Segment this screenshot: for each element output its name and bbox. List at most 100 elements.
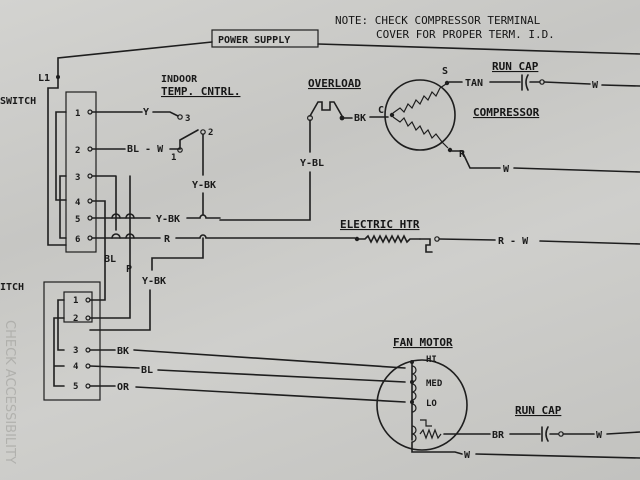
wire-crossover-hops: [91, 175, 135, 269]
sw1-terminal-3: 3: [75, 173, 80, 183]
sw1-terminal-2: 2: [75, 146, 80, 156]
wire-htr-rw: [438, 238, 496, 241]
wire-fan-bl-b: [157, 369, 406, 383]
fan-med-terminal: [410, 380, 414, 384]
wire-label-bl: BL: [104, 254, 116, 265]
compressor-r-terminal: [447, 147, 453, 153]
switch-1-feed: [47, 76, 67, 246]
wire-y-bk-jog: [151, 237, 204, 271]
wire-cap-w-low-2: [606, 431, 640, 435]
wire-label-w-fan-low: W: [464, 450, 471, 461]
run-cap-top-symbol: [521, 74, 529, 91]
compressor-c-terminal: [389, 112, 395, 118]
fan-motor-circle: [376, 359, 468, 451]
tstat-label-2: 2: [208, 128, 213, 138]
tstat-switch-arm: [169, 129, 199, 150]
sw1-terminal-5: 5: [75, 215, 80, 225]
tstat-title-2: TEMP. CNTRL.: [161, 85, 240, 98]
tstat-contact-1: [177, 147, 183, 153]
wire-label-br: BR: [492, 430, 505, 441]
wire-r-w: [513, 167, 640, 173]
wire-fan-or-b: [135, 386, 406, 403]
wire-r-to-heater: [175, 234, 356, 239]
wire-label-w-fan: W: [596, 430, 603, 441]
wire-label-r-6: R: [164, 234, 171, 245]
wire-label-y-bl: Y-BL: [300, 158, 324, 169]
wire-sw1-4: [91, 200, 106, 261]
wire-label-bl-w: BL - W: [127, 144, 164, 155]
l1-label: L1: [38, 73, 50, 84]
wire-y-bl-down: [219, 171, 311, 221]
power-supply-label: POWER SUPPLY: [218, 35, 290, 46]
fan-lo-label: LO: [426, 399, 437, 409]
wire-bl-down: [89, 259, 106, 301]
fan-med-label: MED: [426, 379, 443, 389]
wire-cap-w-2: [543, 81, 591, 85]
wire-label-or-fan: OR: [117, 382, 130, 393]
wire-fan-bk-b: [133, 349, 406, 369]
run-cap-bottom-title: RUN CAP: [515, 404, 562, 417]
wire-label-y-bk-4: Y-BK: [156, 214, 180, 225]
fan-hi-label: HI: [426, 355, 437, 365]
wire-fan-w-2: [475, 453, 640, 459]
sw1-terminal-4: 4: [75, 198, 81, 208]
compressor-c-label: C: [378, 105, 384, 116]
compressor-s-label: S: [442, 66, 448, 77]
note-line-1: NOTE: CHECK COMPRESSOR TERMINAL: [335, 14, 541, 27]
wire-label-w-r: W: [503, 164, 510, 175]
fan-winding-coils: [411, 365, 442, 443]
fan-lo-terminal: [410, 400, 414, 404]
sw2-terminal-1: 1: [73, 296, 78, 306]
compressor-r-label: R: [459, 149, 466, 160]
wire-y-2: [152, 111, 179, 117]
sw2-terminal-4: 4: [73, 362, 79, 372]
switch-1-box: [65, 91, 97, 253]
compressor-circle: [384, 79, 456, 151]
wire-label-bk: BK: [354, 113, 366, 124]
overload-title: OVERLOAD: [308, 77, 361, 90]
run-cap-bottom-symbol: [541, 426, 549, 442]
tstat-title-1: INDOOR: [161, 74, 198, 85]
supply-wire-right: [317, 43, 640, 55]
sw2-terminal-5: 5: [73, 382, 78, 392]
fan-motor-title: FAN MOTOR: [393, 336, 453, 349]
wire-r: [451, 150, 501, 169]
compressor-windings: [392, 83, 449, 149]
electric-htr-title: ELECTRIC HTR: [340, 218, 420, 231]
wire-label-w-cap: W: [592, 80, 599, 91]
wire-label-bk-fan: BK: [117, 346, 129, 357]
sw1-terminal-dots: [87, 109, 93, 241]
heater-limit: [419, 238, 433, 253]
wire-label-tan: TAN: [465, 78, 483, 89]
tstat-contact-3: [177, 114, 183, 120]
tstat-label-1: 1: [171, 153, 176, 163]
run-cap-top-title: RUN CAP: [492, 60, 539, 73]
compressor-title: COMPRESSOR: [473, 106, 540, 119]
supply-wire-left: [57, 41, 213, 76]
wire-label-p: P: [126, 264, 132, 275]
overload-symbol: [309, 101, 343, 117]
switch-label-bottom: ITCH: [0, 282, 24, 293]
wire-label-r-w: R - W: [498, 236, 529, 247]
sw2-terminal-2: 2: [73, 314, 78, 324]
switch-2-box: [43, 281, 101, 401]
fan-hi-terminal: [410, 360, 414, 364]
wire-label-y-bk-sw: Y-BK: [192, 180, 216, 191]
htr-terminal-a: [354, 236, 360, 242]
wire-fan-w: [411, 441, 463, 455]
wire-fan-bl-a: [89, 365, 140, 369]
wire-cap-w-3: [601, 84, 640, 87]
overload-terminal-b: [339, 115, 345, 121]
switch-2-sub-box: [63, 291, 93, 323]
power-supply-box: [211, 29, 319, 48]
switch-label-top: SWITCH: [0, 96, 36, 107]
sw1-terminal-1: 1: [75, 109, 80, 119]
ghost-text: CHECK ACCESSIBILITY: [2, 320, 17, 464]
wire-label-y: Y: [143, 107, 149, 118]
switch-1-internal-links: [55, 111, 67, 239]
wire-label-y-bk-low: Y-BK: [142, 276, 166, 287]
switch-2-internal-links: [53, 299, 65, 387]
sw2-terminal-dots: [85, 297, 91, 389]
